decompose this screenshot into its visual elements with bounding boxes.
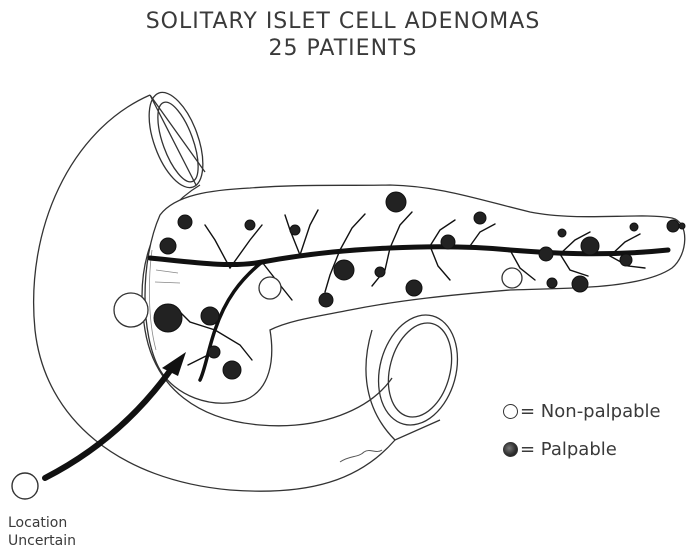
uncertain-arrow-shaft — [45, 368, 172, 478]
artist-signature — [340, 450, 382, 462]
palpable-tumor — [386, 192, 406, 212]
palpable-tumor — [208, 346, 220, 358]
palpable-tumor — [223, 361, 241, 379]
legend-palpable-label: = Palpable — [520, 439, 617, 460]
palpable-tumor — [406, 280, 422, 296]
non-palpable-tumor — [502, 268, 522, 288]
legend-non-palpable: = Non-palpable — [503, 398, 661, 424]
non-palpable-tumor — [259, 277, 281, 299]
non-palpable-tumor — [114, 293, 148, 327]
palpable-tumor — [581, 237, 599, 255]
palpable-tumor — [334, 260, 354, 280]
intestine-tube — [366, 306, 469, 440]
palpable-tumor — [441, 235, 455, 249]
palpable-tumor — [319, 293, 333, 307]
location-uncertain-line-2: Uncertain — [8, 532, 76, 550]
palpable-tumor — [154, 304, 182, 332]
legend-non-palpable-label: = Non-palpable — [520, 401, 661, 422]
legend: = Non-palpable = Palpable — [503, 398, 661, 474]
location-uncertain-line-1: Location — [8, 514, 76, 532]
palpable-tumor — [290, 225, 300, 235]
duodenum-upper-opening — [138, 85, 214, 194]
palpable-tumor — [620, 254, 632, 266]
palpable-tumor — [630, 223, 638, 231]
legend-palpable: = Palpable — [503, 436, 661, 462]
location-uncertain-group — [12, 352, 186, 499]
palpable-tumor — [558, 229, 566, 237]
palpable-tumor — [679, 223, 685, 229]
uncertain-tumor-marker — [12, 473, 38, 499]
palpable-tumor — [474, 212, 486, 224]
palpable-tumor — [178, 215, 192, 229]
open-circle-icon — [503, 404, 518, 419]
filled-circle-icon — [503, 442, 518, 457]
location-uncertain-label: Location Uncertain — [8, 514, 76, 550]
palpable-tumor — [245, 220, 255, 230]
palpable-tumor — [547, 278, 557, 288]
palpable-tumor — [375, 267, 385, 277]
palpable-tumor — [201, 307, 219, 325]
intestine-opening-inner — [379, 316, 462, 424]
palpable-tumor — [539, 247, 553, 261]
palpable-tumor — [572, 276, 588, 292]
palpable-tumor — [160, 238, 176, 254]
palpable-tumor — [667, 220, 679, 232]
